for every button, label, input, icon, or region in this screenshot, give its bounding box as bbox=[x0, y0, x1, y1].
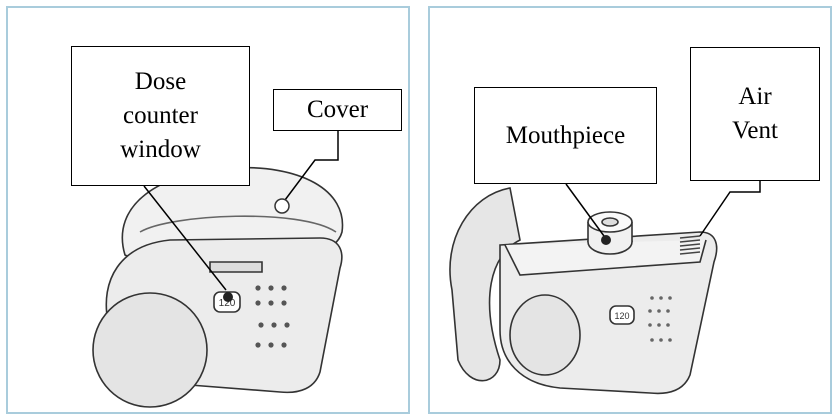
dose-marker-dot bbox=[223, 292, 233, 302]
label-air-vent: Air Vent bbox=[690, 47, 820, 181]
label-dose-counter-window: Dose counter window bbox=[71, 46, 250, 186]
leader-line-air-vent bbox=[700, 181, 760, 236]
inhaler-open bbox=[450, 188, 717, 393]
device-base-wheel-right bbox=[510, 295, 580, 375]
inhaler-closed bbox=[93, 168, 343, 407]
label-cover: Cover bbox=[273, 89, 402, 131]
mouthpiece-marker-dot bbox=[601, 235, 611, 245]
cover-marker-dot bbox=[275, 199, 289, 213]
leader-line-mouthpiece bbox=[566, 184, 604, 236]
label-mouthpiece: Mouthpiece bbox=[474, 87, 657, 184]
device-base-wheel bbox=[93, 293, 207, 407]
counter-number-right: 120 bbox=[614, 311, 629, 321]
